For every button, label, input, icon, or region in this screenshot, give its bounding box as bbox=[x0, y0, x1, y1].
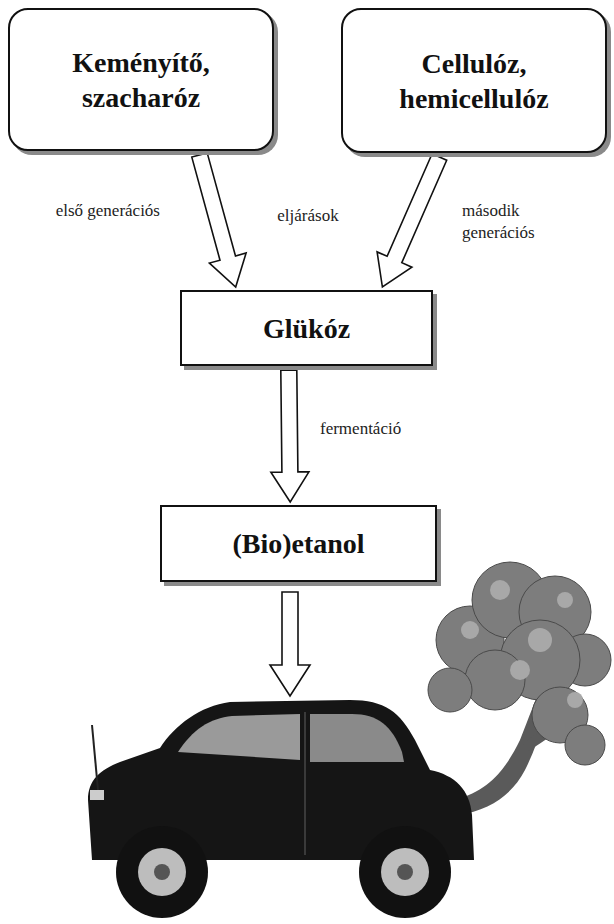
node-text: (Bio)etanol bbox=[222, 520, 374, 567]
car-window bbox=[310, 714, 404, 762]
car-light bbox=[90, 790, 104, 800]
node-text: Glükóz bbox=[253, 305, 360, 352]
car-door-line bbox=[304, 712, 306, 855]
note-label: eljárások bbox=[248, 205, 368, 227]
block-arrow bbox=[271, 370, 309, 502]
tree-crown bbox=[428, 562, 611, 765]
source-box: Cellulóz, hemicellulóz bbox=[341, 8, 607, 153]
node-text: Keményítő, szacharóz bbox=[10, 39, 272, 121]
source-box: Keményítő, szacharóz bbox=[8, 8, 274, 151]
edge-label: fermentáció bbox=[320, 418, 460, 440]
edge-label: első generációs bbox=[40, 200, 160, 222]
process-box: Glükóz bbox=[180, 290, 433, 366]
process-box: (Bio)etanol bbox=[160, 505, 437, 582]
car-antenna bbox=[92, 725, 98, 790]
car-wheel bbox=[359, 826, 451, 918]
block-arrow bbox=[192, 153, 246, 287]
edge-label: második generációs bbox=[462, 200, 592, 244]
tree-leaves bbox=[461, 580, 583, 708]
car-window bbox=[178, 714, 300, 760]
block-arrow bbox=[270, 592, 310, 696]
node-text: Cellulóz, hemicellulóz bbox=[343, 40, 605, 122]
block-arrow bbox=[377, 154, 447, 287]
car-wheel bbox=[116, 826, 208, 918]
